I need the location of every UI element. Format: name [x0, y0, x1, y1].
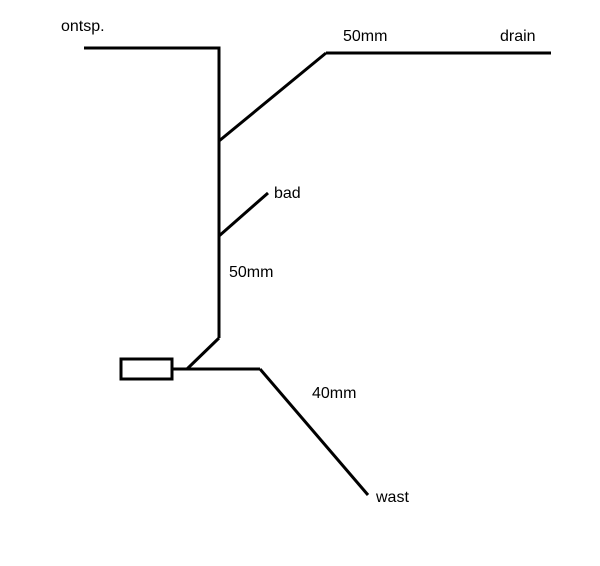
drain-label: drain: [500, 28, 536, 45]
wast-pipe: [258, 368, 370, 496]
main-size-label: 50mm: [229, 264, 273, 281]
wast-label: wast: [375, 489, 409, 506]
drain-branch-pipe: [218, 51, 327, 143]
bad-branch-pipe: [218, 191, 269, 238]
lower-bend-pipe: [185, 336, 221, 371]
ontsp-pipe: [84, 46, 221, 338]
bad-label: bad: [274, 185, 301, 202]
ontsp-label: ontsp.: [61, 18, 105, 35]
trap-box: [119, 357, 174, 381]
branch-size-label: 40mm: [312, 385, 356, 402]
drain-size-label: 50mm: [343, 28, 387, 45]
